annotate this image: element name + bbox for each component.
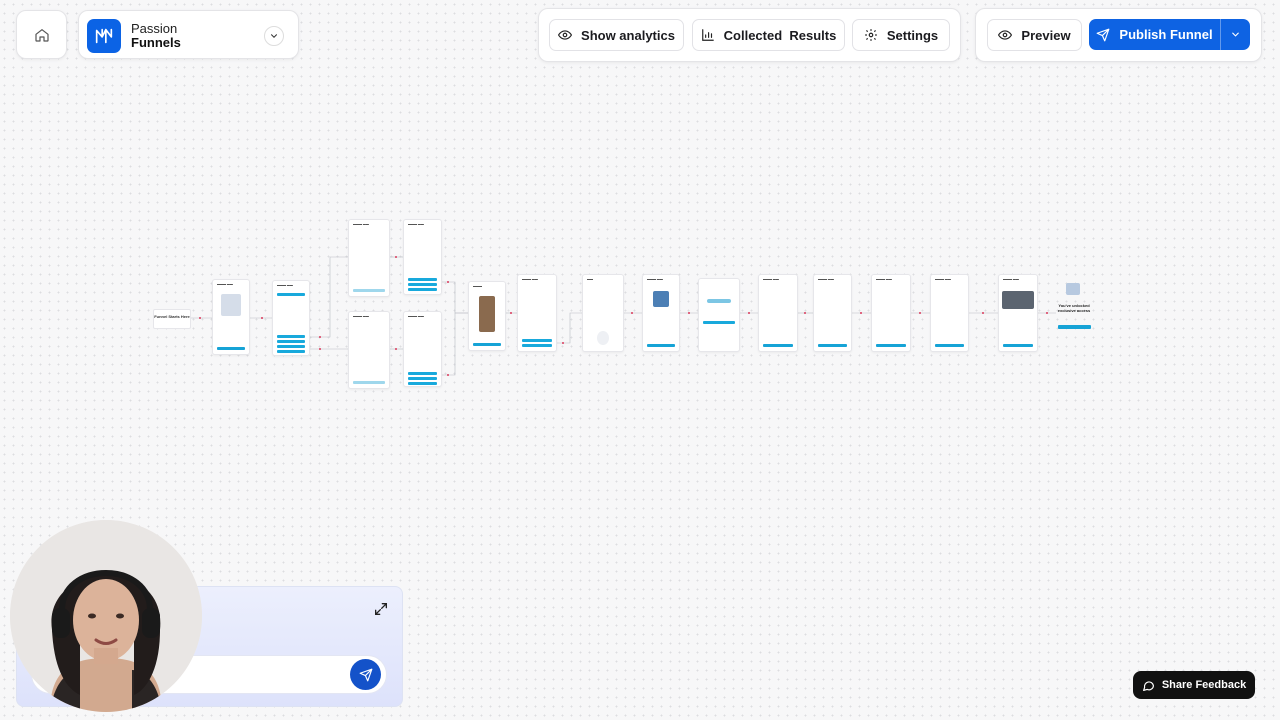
- gear-icon: [865, 29, 877, 41]
- collected-results-label: Collected Results: [723, 27, 837, 43]
- funnel-start-node[interactable]: Funnel Starts Here: [153, 309, 191, 329]
- share-feedback-button[interactable]: Share Feedback: [1133, 671, 1255, 699]
- send-icon: [1096, 28, 1110, 41]
- flow-node-input[interactable]: ▬▬: [582, 274, 624, 352]
- preview-button[interactable]: Preview: [987, 19, 1082, 51]
- preview-label: Preview: [1021, 27, 1071, 43]
- flow-node-question[interactable]: ▬▬▬ ▬▬: [517, 274, 557, 352]
- flow-node-result[interactable]: ▬▬▬ ▬▬: [998, 274, 1038, 352]
- show-analytics-button[interactable]: Show analytics: [549, 19, 684, 51]
- settings-label: Settings: [886, 27, 939, 43]
- settings-button[interactable]: Settings: [852, 19, 950, 51]
- presenter-webcam: [10, 520, 202, 712]
- flow-end-button[interactable]: [1058, 325, 1091, 329]
- publish-options-button[interactable]: [1220, 19, 1250, 50]
- flow-node-question[interactable]: ▬▬▬ ▬▬: [272, 280, 310, 356]
- send-message-button[interactable]: [350, 659, 381, 690]
- show-analytics-label: Show analytics: [581, 27, 675, 43]
- brand-name: Passion Funnels: [131, 22, 181, 50]
- flow-node-question[interactable]: ▬▬▬ ▬▬: [403, 311, 442, 387]
- flow-node-question[interactable]: ▬▬▬ ▬▬: [348, 311, 390, 389]
- expand-icon[interactable]: [370, 598, 392, 620]
- flow-node-question[interactable]: ▬▬▬ ▬▬: [212, 279, 250, 355]
- brand-name-line1: Passion: [131, 21, 178, 36]
- flow-end-icon: [1066, 283, 1080, 295]
- flow-node-question[interactable]: ▬▬▬ ▬▬: [403, 219, 442, 295]
- flow-node-question[interactable]: ▬▬▬ ▬▬: [348, 219, 390, 297]
- flow-node-question[interactable]: ▬▬▬ ▬▬: [813, 274, 852, 352]
- publish-funnel-main[interactable]: Publish Funnel: [1089, 19, 1220, 50]
- publish-funnel-label: Publish Funnel: [1119, 27, 1213, 42]
- eye-icon: [998, 30, 1013, 40]
- home-button[interactable]: [16, 10, 67, 59]
- flow-node-result[interactable]: ▬▬▬ ▬▬: [642, 274, 680, 352]
- brand-logo-icon: [87, 19, 121, 53]
- funnel-selector[interactable]: Passion Funnels: [78, 10, 299, 59]
- home-icon: [34, 28, 49, 42]
- flow-node-question[interactable]: ▬▬▬ ▬▬: [758, 274, 798, 352]
- bar-chart-icon: [701, 29, 714, 41]
- flow-node-question[interactable]: ▬▬▬ ▬▬: [871, 274, 911, 352]
- funnel-end-node[interactable]: You've unlocked exclusive access: [1057, 303, 1091, 313]
- eye-icon: [558, 30, 573, 40]
- chat-bubble-icon: [1142, 680, 1154, 691]
- flow-node-video[interactable]: ▬▬▬: [468, 281, 506, 351]
- brand-name-line2: Funnels: [131, 35, 181, 50]
- chevron-down-icon[interactable]: [264, 26, 284, 46]
- share-feedback-label: Share Feedback: [1161, 679, 1247, 691]
- publish-funnel-button[interactable]: Publish Funnel: [1089, 19, 1250, 50]
- collected-results-button[interactable]: Collected Results: [692, 19, 845, 51]
- flow-node-result[interactable]: [698, 278, 740, 352]
- chevron-down-icon: [1232, 32, 1239, 37]
- flow-node-question[interactable]: ▬▬▬ ▬▬: [930, 274, 969, 352]
- send-icon: [359, 668, 372, 681]
